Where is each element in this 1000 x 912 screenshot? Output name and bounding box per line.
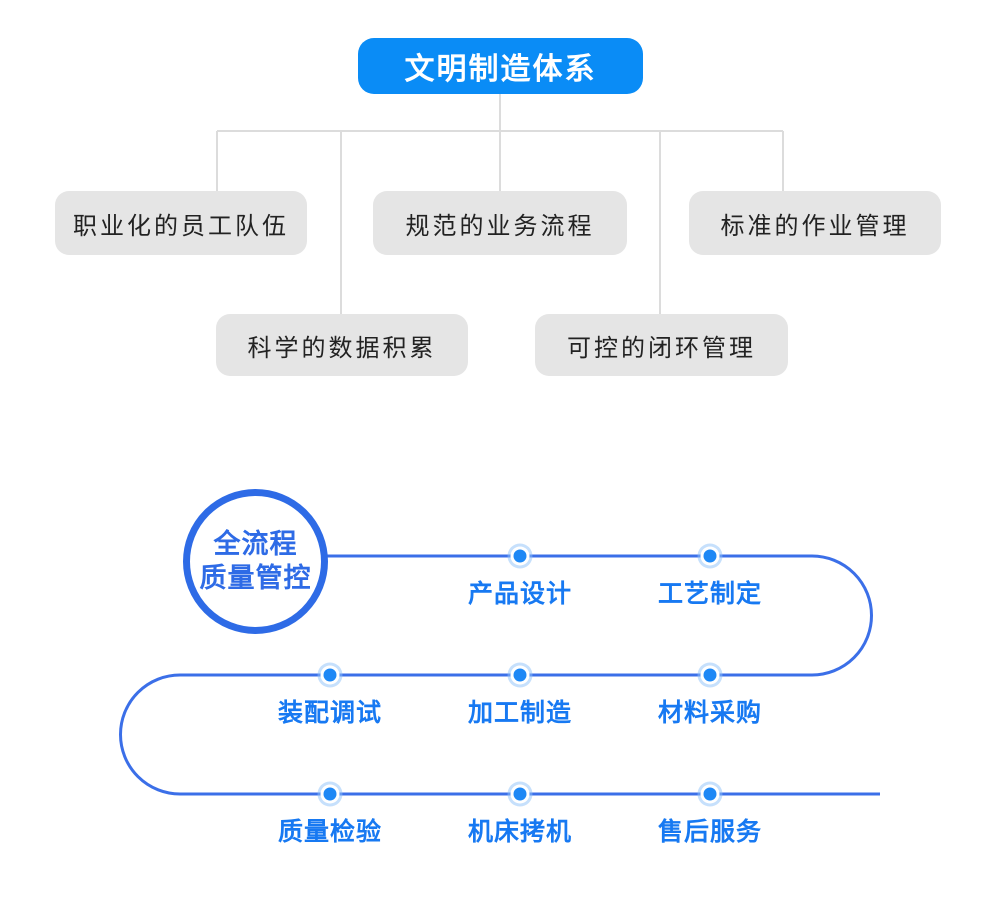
org-connector-lines	[216, 94, 784, 314]
org-node-professional-staff: 职业化的员工队伍	[55, 191, 307, 255]
org-node-controllable-closed-loop: 可控的闭环管理	[535, 314, 788, 376]
node-dot-material-purchase	[697, 662, 723, 688]
node-dot-machining	[507, 662, 533, 688]
flow-step-label-machine-runin: 机床拷机	[467, 818, 572, 846]
node-dot-product-design	[507, 543, 533, 569]
node-dot-machine-runin	[507, 781, 533, 807]
flow-step-label-assembly-debugging: 装配调试	[277, 699, 382, 727]
flow-step-label-process-planning: 工艺制定	[657, 580, 762, 608]
flow-step-label-product-design: 产品设计	[467, 580, 572, 608]
node-dot-quality-inspection	[317, 781, 343, 807]
flow-step-label-machining: 加工制造	[467, 699, 572, 727]
flow-hub-line2: 质量管控	[199, 562, 312, 593]
flow-node-dots	[317, 543, 723, 807]
org-node-standard-business-process: 规范的业务流程	[373, 191, 627, 255]
flow-hub-line1: 全流程	[213, 528, 298, 559]
org-node-standard-operation-management: 标准的作业管理	[689, 191, 941, 255]
flow-serpentine-path	[119, 554, 880, 796]
flow-hub-circle: 全流程 质量管控	[183, 489, 328, 634]
org-root-box: 文明制造体系	[358, 38, 643, 94]
flow-step-label-quality-inspection: 质量检验	[277, 818, 382, 846]
flow-step-label-after-sales: 售后服务	[657, 818, 762, 846]
node-dot-process-planning	[697, 543, 723, 569]
flow-step-label-material-purchase: 材料采购	[657, 699, 762, 727]
node-dot-after-sales	[697, 781, 723, 807]
org-node-scientific-data-accumulation: 科学的数据积累	[216, 314, 468, 376]
node-dot-assembly-debugging	[317, 662, 343, 688]
